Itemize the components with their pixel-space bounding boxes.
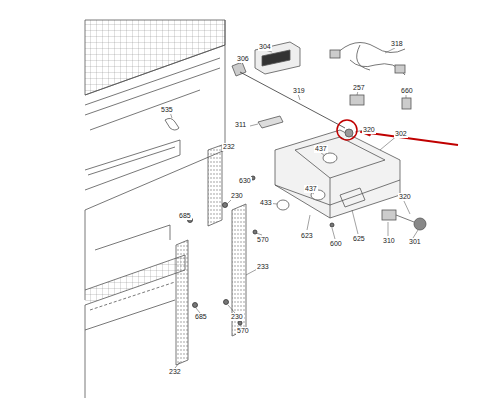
capillary-tube xyxy=(240,72,345,128)
callout-number: 230 xyxy=(230,192,244,200)
callout-number: 685 xyxy=(194,313,208,321)
callout-number: 600 xyxy=(329,240,343,248)
callout-number: 304 xyxy=(258,43,272,51)
callout-number: 232 xyxy=(222,143,236,151)
callout-number: 320 xyxy=(362,126,376,134)
control-housing xyxy=(255,42,300,74)
callout-number: 311 xyxy=(234,121,247,129)
callout-number: 437 xyxy=(304,185,318,193)
cabinet-liner xyxy=(85,20,225,398)
callout-number: 306 xyxy=(236,55,250,63)
callout-number: 625 xyxy=(352,235,366,243)
callout-number: 630 xyxy=(238,177,252,185)
callout-number: 301 xyxy=(408,238,422,246)
callout-number: 230 xyxy=(230,313,244,321)
callout-number: 570 xyxy=(256,236,270,244)
callout-number: 535 xyxy=(160,106,174,114)
callout-number: 319 xyxy=(292,87,306,95)
callout-number: 437 xyxy=(314,145,328,153)
callout-number: 302 xyxy=(394,130,408,138)
light-bulbs xyxy=(277,129,353,210)
callout-number: 660 xyxy=(400,87,414,95)
shelf-clip xyxy=(165,118,179,130)
callout-number: 318 xyxy=(390,40,404,48)
light-housing xyxy=(275,130,400,218)
highlight-arrow xyxy=(362,132,458,145)
callout-number: 623 xyxy=(300,232,314,240)
leader-lines xyxy=(170,48,418,368)
callout-number: 257 xyxy=(352,84,366,92)
callout-number: 310 xyxy=(382,237,396,245)
callout-number: 433 xyxy=(259,199,273,207)
callout-number: 232 xyxy=(168,368,182,376)
light-shield xyxy=(258,116,283,128)
highlight-circle xyxy=(337,120,357,140)
callout-number: 320 xyxy=(398,193,412,201)
callout-number: 685 xyxy=(178,212,192,220)
callout-number: 233 xyxy=(256,263,270,271)
callout-number: 570 xyxy=(236,327,250,335)
